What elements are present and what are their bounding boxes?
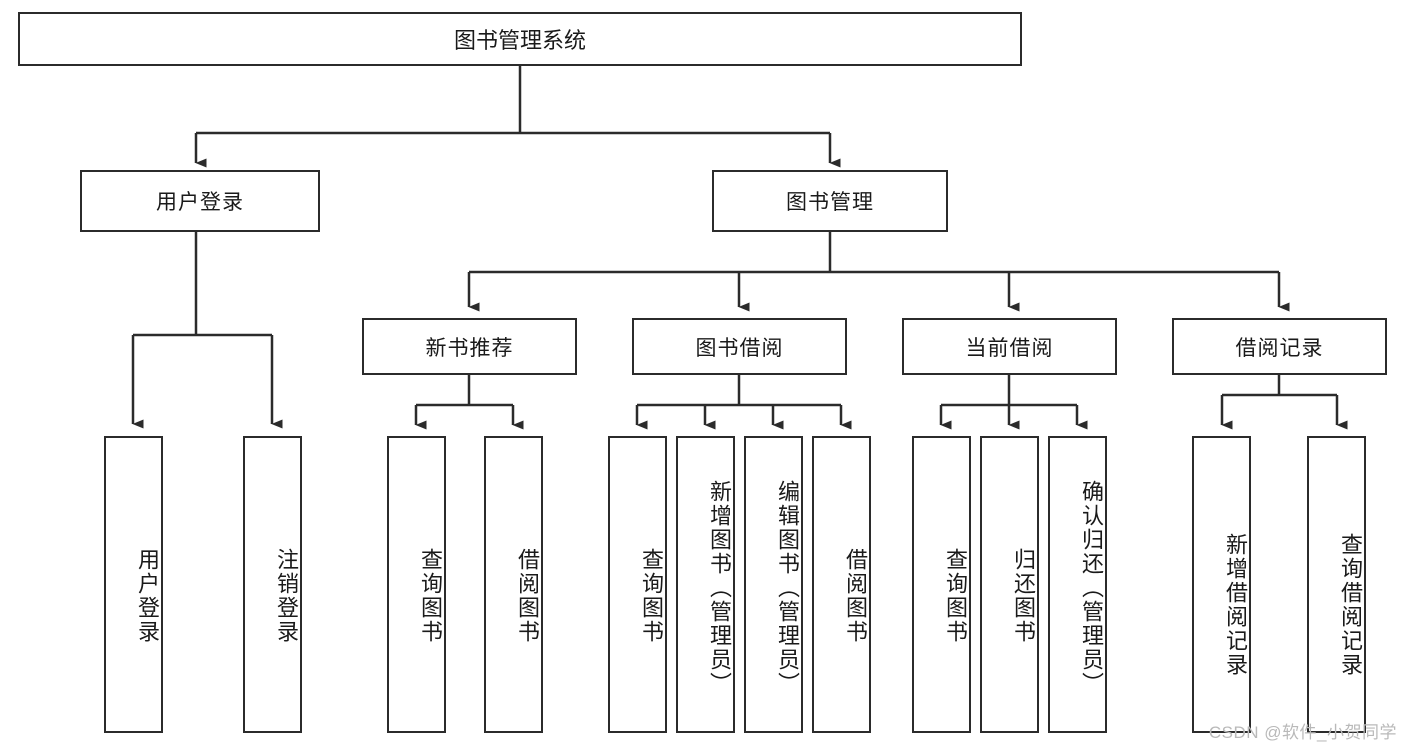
node-root-label: 图书管理系统 [453, 28, 586, 53]
leaf-current-query-book-label: 查询图书 [943, 547, 968, 644]
leaf-recommend-borrow-book[interactable]: 借阅图书 [484, 436, 543, 733]
node-user-login[interactable]: 用户登录 [80, 170, 320, 232]
leaf-record-query-label: 查询借阅记录 [1338, 532, 1363, 677]
node-book-borrow-label: 图书借阅 [695, 336, 784, 360]
node-book-management[interactable]: 图书管理 [712, 170, 948, 232]
leaf-current-confirm-return-label: 确认归还（管理员） [1079, 479, 1104, 696]
leaf-current-return-book-label: 归还图书 [1011, 547, 1036, 644]
leaf-record-add[interactable]: 新增借阅记录 [1192, 436, 1251, 733]
leaf-borrow-query-book-label: 查询图书 [639, 547, 664, 644]
leaf-borrow-add-book[interactable]: 新增图书（管理员） [676, 436, 735, 733]
leaf-borrow-borrow-book[interactable]: 借阅图书 [812, 436, 871, 733]
node-current-borrow[interactable]: 当前借阅 [902, 318, 1117, 375]
leaf-borrow-edit-book[interactable]: 编辑图书（管理员） [744, 436, 803, 733]
leaf-recommend-borrow-book-label: 借阅图书 [515, 547, 540, 644]
leaf-user-login[interactable]: 用户登录 [104, 436, 163, 733]
leaf-current-query-book[interactable]: 查询图书 [912, 436, 971, 733]
leaf-record-query[interactable]: 查询借阅记录 [1307, 436, 1366, 733]
leaf-borrow-add-book-label: 新增图书（管理员） [707, 479, 732, 696]
node-user-login-label: 用户登录 [156, 191, 244, 214]
node-current-borrow-label: 当前借阅 [965, 336, 1054, 360]
leaf-current-return-book[interactable]: 归还图书 [980, 436, 1039, 733]
node-book-management-label: 图书管理 [786, 191, 874, 214]
leaf-recommend-query-book[interactable]: 查询图书 [387, 436, 446, 733]
node-borrow-record-label: 借阅记录 [1235, 336, 1324, 360]
watermark: CSDN @软件_小贺同学 [1208, 723, 1397, 742]
node-new-book-recommend[interactable]: 新书推荐 [362, 318, 577, 375]
node-book-borrow[interactable]: 图书借阅 [632, 318, 847, 375]
leaf-user-logout-label: 注销登录 [274, 547, 299, 644]
leaf-recommend-query-book-label: 查询图书 [418, 547, 443, 644]
leaf-user-logout[interactable]: 注销登录 [243, 436, 302, 733]
node-borrow-record[interactable]: 借阅记录 [1172, 318, 1387, 375]
leaf-borrow-edit-book-label: 编辑图书（管理员） [775, 479, 800, 696]
leaf-user-login-label: 用户登录 [135, 547, 160, 644]
leaf-record-add-label: 新增借阅记录 [1223, 532, 1248, 677]
leaf-current-confirm-return[interactable]: 确认归还（管理员） [1048, 436, 1107, 733]
leaf-borrow-borrow-book-label: 借阅图书 [843, 547, 868, 644]
leaf-borrow-query-book[interactable]: 查询图书 [608, 436, 667, 733]
node-root[interactable]: 图书管理系统 [18, 12, 1022, 66]
node-new-book-recommend-label: 新书推荐 [425, 336, 514, 360]
